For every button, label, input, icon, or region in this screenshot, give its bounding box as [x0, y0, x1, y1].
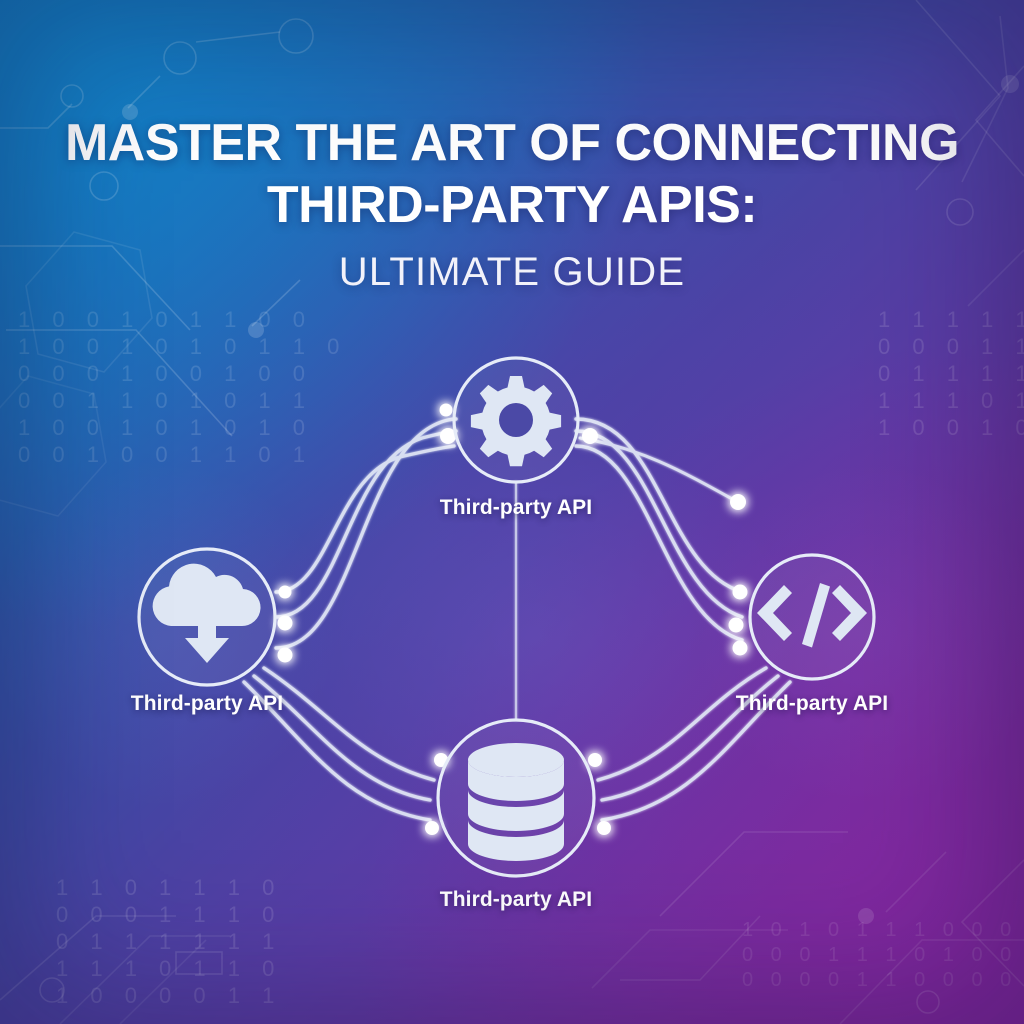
page-subtitle: ULTIMATE GUIDE	[338, 250, 686, 294]
node-label-left: Third-party API	[130, 692, 284, 715]
node-left-cloud[interactable]	[137, 547, 277, 687]
binary-text-bottom-left: 1 1 0 1 1 1 0 0 0 0 1 1 1 0 0 1 1 1 1 1 …	[56, 875, 283, 1008]
binary-text-top-right: 1 1 1 1 1 0 0 0 0 1 1 0 0 1 1 1 1 1 1 1 …	[878, 307, 1024, 440]
node-top-gear[interactable]	[452, 356, 580, 484]
node-label-top: Third-party API	[439, 496, 593, 519]
gear-icon	[470, 376, 562, 467]
code-brackets-icon	[757, 583, 867, 648]
page-title-line-1: MASTER THE ART OF CONNECTING	[64, 114, 960, 172]
node-label-right: Third-party API	[735, 692, 889, 715]
node-bottom-database[interactable]	[436, 718, 596, 878]
cloud-download-icon	[152, 563, 261, 663]
database-icon	[468, 743, 564, 861]
binary-text-top-left: 1 0 0 1 0 1 1 0 0 1 0 0 1 0 1 0 1 1 0 0 …	[18, 307, 348, 467]
heading-group: MASTER THE ART OF CONNECTING THIRD-PARTY…	[0, 112, 1024, 300]
page-title-line-2: THIRD-PARTY APIS:	[266, 176, 758, 234]
binary-text-bottom-right: 1 0 1 0 1 1 1 0 0 0 1 0 1 1 1 1 0 0 0 1 …	[742, 919, 1018, 991]
node-label-bottom: Third-party API	[439, 888, 593, 911]
node-right-code[interactable]	[748, 553, 876, 681]
